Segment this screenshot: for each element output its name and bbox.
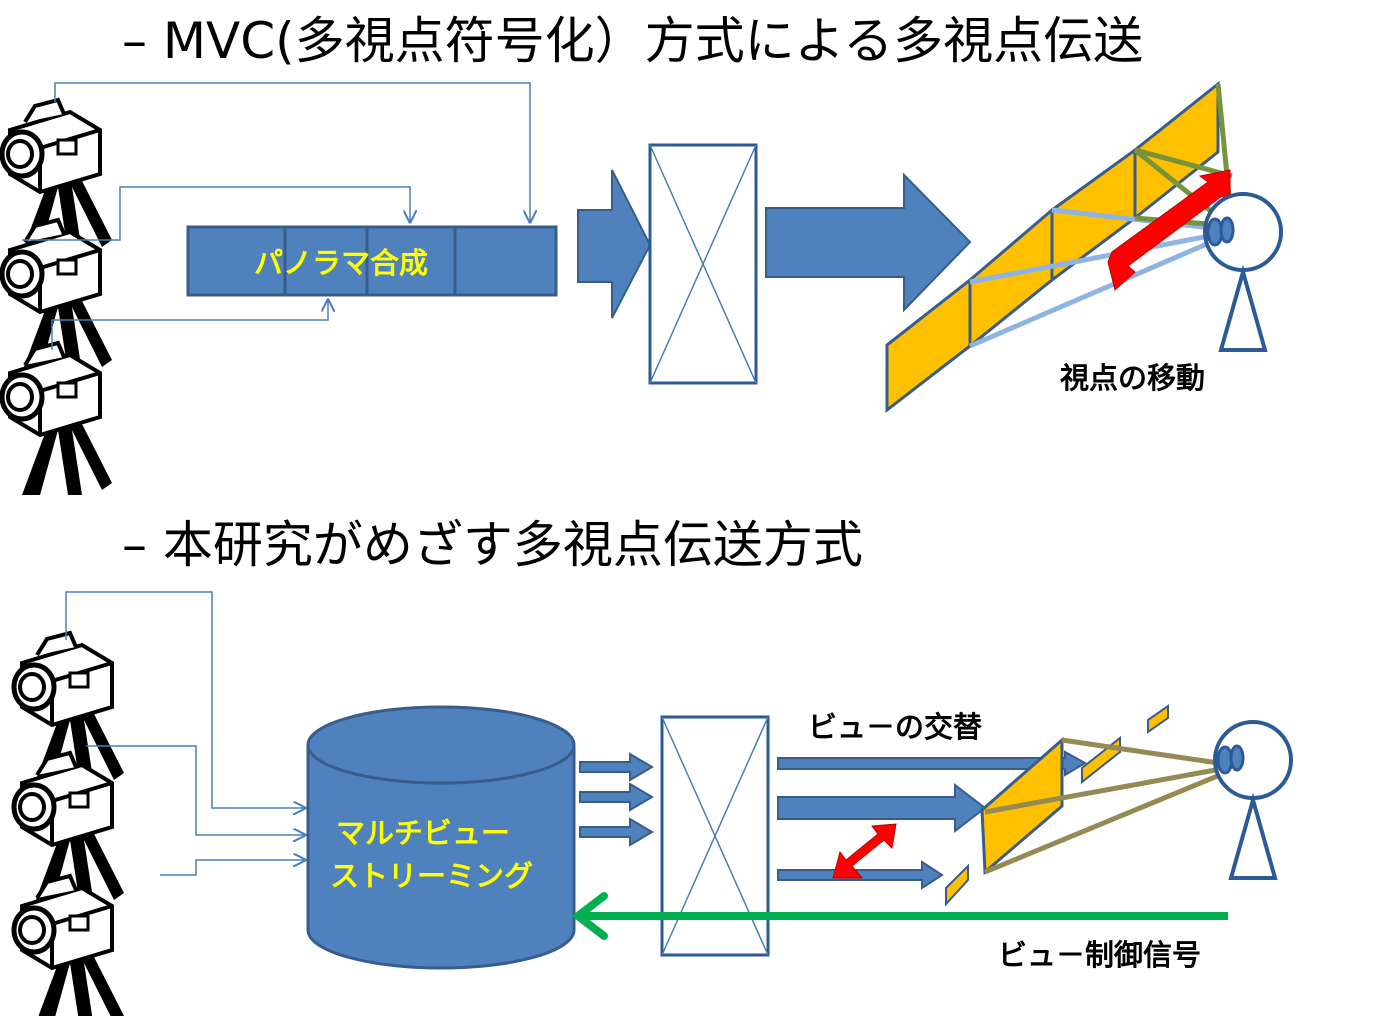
- storage-label-line1: マルチビュー: [336, 816, 510, 850]
- section2-heading: – 本研究がめざす多視点伝送方式: [122, 516, 863, 574]
- view-switch-label: ビュ－の交替: [808, 710, 982, 744]
- camera-icon: [2, 343, 112, 495]
- panorama-label: パノラマ合成: [254, 246, 428, 280]
- encoder-box-icon: [648, 143, 758, 385]
- multiview-screens: [885, 80, 1220, 414]
- view-control-signal-arrow: [571, 892, 1228, 940]
- section1-heading: – MVC(多視点符号化）方式による多視点伝送: [122, 12, 1143, 70]
- block-arrow-right: [765, 172, 972, 313]
- storage-label-line2: ストリーミング: [330, 859, 533, 893]
- camera-feed-lines: [22, 82, 530, 350]
- view-rays-khaki: [984, 737, 1233, 875]
- camera-feed-lines: [65, 591, 305, 876]
- view-swap-arrow: [832, 823, 897, 879]
- multiview-streaming-storage: [306, 705, 576, 970]
- view-control-label: ビュ－制御信号: [998, 938, 1201, 972]
- eye-icon: [1213, 720, 1293, 880]
- eye-icon: [1203, 192, 1283, 352]
- stream-arrows: [579, 752, 654, 847]
- viewpoint-move-label: 視点の移動: [1060, 361, 1205, 395]
- block-arrow-right: [577, 169, 652, 319]
- camera-icon: [14, 876, 124, 1016]
- panorama-composite-block: [186, 225, 558, 297]
